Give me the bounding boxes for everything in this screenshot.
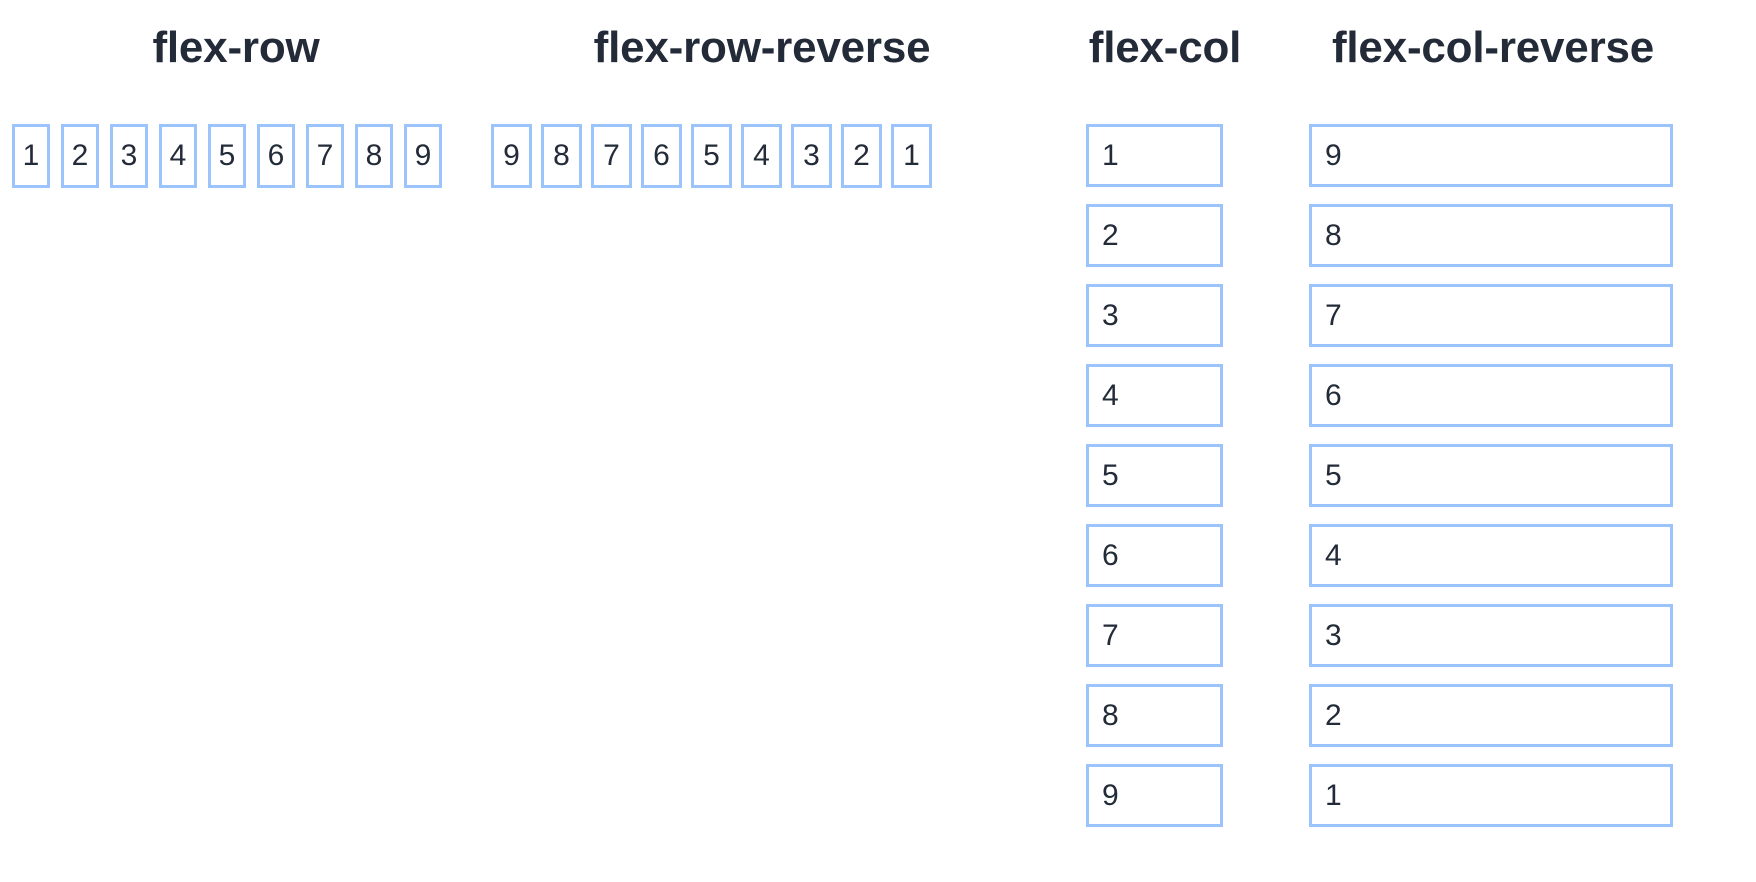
flex-row-item: 9 xyxy=(404,124,442,188)
flex-row-reverse-item: 3 xyxy=(791,124,832,188)
flex-row-item: 2 xyxy=(61,124,99,188)
flex-row-reverse-item: 1 xyxy=(891,124,932,188)
flex-row-reverse-item: 8 xyxy=(541,124,582,188)
flex-col-reverse-item: 5 xyxy=(1309,444,1673,507)
heading-flex-row-reverse: flex-row-reverse xyxy=(593,23,931,72)
flex-col-item: 8 xyxy=(1086,684,1223,747)
flex-col-item: 4 xyxy=(1086,364,1223,427)
flex-col-item: 1 xyxy=(1086,124,1223,187)
flex-col-reverse-item: 7 xyxy=(1309,284,1673,347)
flex-col-reverse-item: 9 xyxy=(1309,124,1673,187)
flex-col-reverse-item: 8 xyxy=(1309,204,1673,267)
flex-row-item: 1 xyxy=(12,124,50,188)
flex-row-container: 1 2 3 4 5 6 7 8 9 xyxy=(12,124,442,188)
flex-col-reverse-item: 4 xyxy=(1309,524,1673,587)
flex-col-reverse-item: 2 xyxy=(1309,684,1673,747)
flex-col-reverse-item: 1 xyxy=(1309,764,1673,827)
flex-row-reverse-item: 2 xyxy=(841,124,882,188)
flex-col-item: 3 xyxy=(1086,284,1223,347)
flex-col-item: 6 xyxy=(1086,524,1223,587)
flex-row-item: 6 xyxy=(257,124,295,188)
flex-row-item: 7 xyxy=(306,124,344,188)
flex-row-item: 5 xyxy=(208,124,246,188)
heading-flex-col: flex-col xyxy=(1088,23,1242,72)
flex-row-item: 4 xyxy=(159,124,197,188)
flex-col-reverse-item: 3 xyxy=(1309,604,1673,667)
heading-flex-row: flex-row xyxy=(152,23,320,72)
flex-col-item: 2 xyxy=(1086,204,1223,267)
flex-col-reverse-container: 1 2 3 4 5 6 7 8 9 xyxy=(1309,124,1673,827)
flex-col-item: 5 xyxy=(1086,444,1223,507)
headings-row: flex-row flex-row-reverse flex-col flex-… xyxy=(0,0,1756,104)
flex-row-reverse-container: 1 2 3 4 5 6 7 8 9 xyxy=(491,124,932,188)
flex-row-reverse-item: 6 xyxy=(641,124,682,188)
flex-col-container: 1 2 3 4 5 6 7 8 9 xyxy=(1086,124,1223,827)
flex-row-reverse-item: 5 xyxy=(691,124,732,188)
flex-row-reverse-item: 4 xyxy=(741,124,782,188)
heading-flex-col-reverse: flex-col-reverse xyxy=(1331,23,1655,72)
flex-row-item: 3 xyxy=(110,124,148,188)
flex-row-reverse-item: 7 xyxy=(591,124,632,188)
flex-col-item: 9 xyxy=(1086,764,1223,827)
flex-col-item: 7 xyxy=(1086,604,1223,667)
flex-col-reverse-item: 6 xyxy=(1309,364,1673,427)
flex-row-item: 8 xyxy=(355,124,393,188)
flex-row-reverse-item: 9 xyxy=(491,124,532,188)
